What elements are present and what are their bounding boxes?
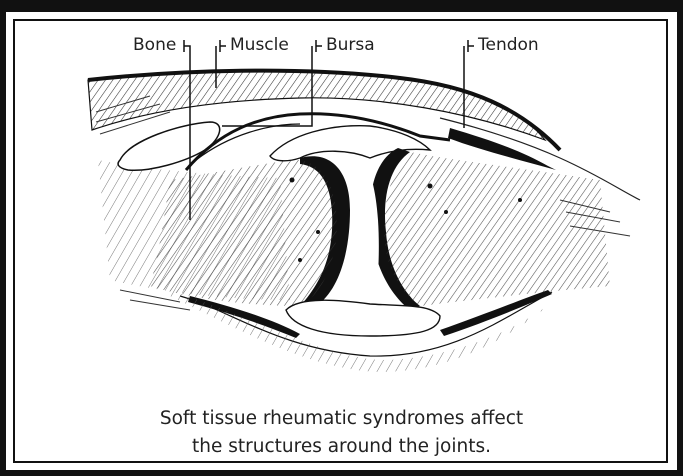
- caption-line-1: Soft tissue rheumatic syndromes affect: [0, 410, 683, 429]
- label-muscle: Muscle: [230, 37, 289, 54]
- label-tendon: Tendon: [478, 37, 539, 54]
- right-bone-body: [384, 152, 610, 306]
- caption-line-2: the structures around the joints.: [0, 438, 683, 457]
- label-bursa: Bursa: [326, 37, 375, 54]
- left-bone-body: [150, 160, 337, 306]
- bursa-shape: [118, 122, 220, 170]
- label-bone: Bone: [133, 37, 176, 54]
